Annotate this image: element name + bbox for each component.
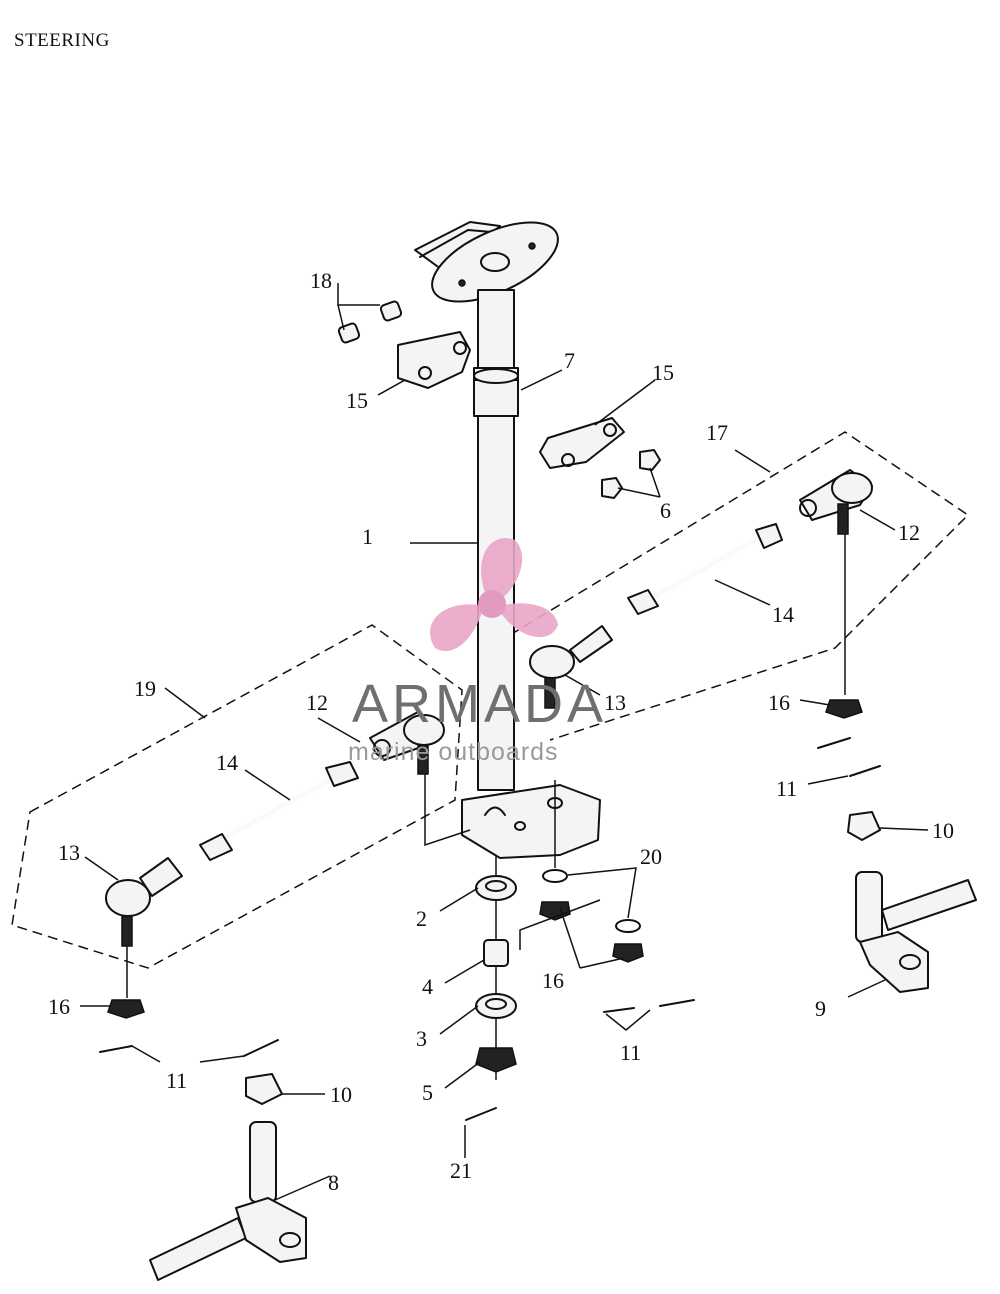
watermark-tagline: marine outboards bbox=[348, 738, 559, 766]
callout-13-right: 13 bbox=[604, 690, 626, 715]
assembly-17-outline bbox=[509, 431, 970, 741]
tie-rod-left bbox=[105, 711, 471, 998]
callout-11-left: 11 bbox=[166, 1068, 187, 1093]
callout-20: 20 bbox=[640, 844, 662, 869]
tie-rod-right bbox=[529, 469, 873, 709]
callout-14-left: 14 bbox=[216, 750, 238, 775]
callout-15-right: 15 bbox=[652, 360, 674, 385]
callout-21: 21 bbox=[450, 1158, 472, 1183]
callout-14-right: 14 bbox=[772, 602, 794, 627]
holder-nuts bbox=[601, 449, 661, 499]
callout-5: 5 bbox=[422, 1080, 433, 1105]
callout-6: 6 bbox=[660, 498, 671, 523]
column-bushing bbox=[473, 368, 519, 384]
watermark-logo bbox=[430, 538, 558, 652]
column-holder-left bbox=[397, 331, 471, 389]
callout-11-center: 11 bbox=[620, 1040, 641, 1065]
callout-4: 4 bbox=[422, 974, 433, 999]
callout-7: 7 bbox=[564, 348, 575, 373]
callout-15-left: 15 bbox=[346, 388, 368, 413]
lower-column-hardware bbox=[465, 855, 517, 1121]
callout-16-left: 16 bbox=[48, 994, 70, 1019]
knuckle-left bbox=[149, 1121, 307, 1281]
callout-leader-lines bbox=[80, 283, 929, 1201]
callout-16-right: 16 bbox=[768, 690, 790, 715]
callout-1: 1 bbox=[362, 524, 373, 549]
callout-10-left: 10 bbox=[330, 1082, 352, 1107]
cotter-pins bbox=[99, 737, 881, 1057]
collar-upper bbox=[379, 300, 403, 322]
callout-12-right: 12 bbox=[898, 520, 920, 545]
callout-8: 8 bbox=[328, 1170, 339, 1195]
callout-12-left: 12 bbox=[306, 690, 328, 715]
callout-11-right: 11 bbox=[776, 776, 797, 801]
assembly-19-outline bbox=[11, 624, 463, 969]
page-title: STEERING bbox=[14, 30, 110, 51]
callout-19: 19 bbox=[134, 676, 156, 701]
callout-9: 9 bbox=[815, 996, 826, 1021]
knuckle-right bbox=[855, 871, 977, 993]
watermark-brand: ARMADA bbox=[352, 674, 607, 734]
callout-3: 3 bbox=[416, 1026, 427, 1051]
propeller-icon bbox=[430, 538, 558, 652]
callout-2: 2 bbox=[416, 906, 427, 931]
nuts-and-washers bbox=[107, 699, 863, 1019]
castle-nuts bbox=[245, 811, 881, 1105]
callout-13-left: 13 bbox=[58, 840, 80, 865]
collar-lower bbox=[337, 322, 361, 344]
callout-10-right: 10 bbox=[932, 818, 954, 843]
column-holder-right bbox=[539, 417, 625, 469]
callout-18: 18 bbox=[310, 268, 332, 293]
callout-16-center: 16 bbox=[542, 968, 564, 993]
callout-17: 17 bbox=[706, 420, 728, 445]
